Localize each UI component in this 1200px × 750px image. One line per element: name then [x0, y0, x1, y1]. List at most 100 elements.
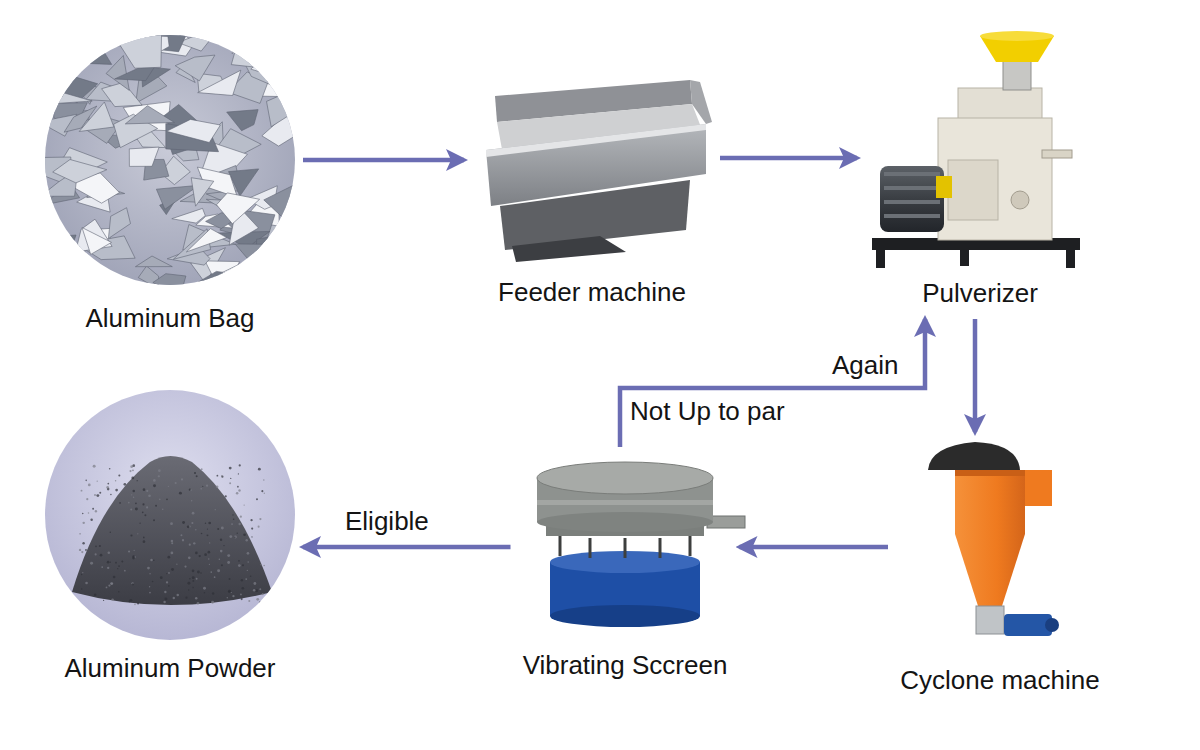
powder-grain	[147, 567, 150, 570]
powder-grain	[210, 571, 212, 573]
powder-grain	[79, 533, 81, 535]
powder-grain	[81, 588, 82, 589]
powder-grain	[124, 570, 126, 572]
powder-grain	[184, 565, 186, 567]
metal-shard	[235, 244, 277, 265]
powder-grain	[82, 572, 83, 573]
metal-shard	[191, 178, 214, 207]
powder-grain	[189, 544, 191, 546]
powder-grain	[79, 549, 81, 551]
powder-grain	[132, 469, 134, 471]
machine-label: Aluminum Powder	[65, 653, 276, 684]
powder-grain	[204, 553, 207, 556]
metal-shard	[72, 261, 106, 279]
powder-grain	[153, 519, 155, 521]
powder-grain	[135, 507, 138, 510]
powder-grain	[149, 586, 150, 587]
powder-grain	[88, 512, 90, 514]
powder-grain	[263, 479, 264, 480]
powder-grain	[247, 552, 250, 555]
powder-grain	[155, 505, 157, 507]
powder-grain	[93, 465, 96, 468]
powder-grain	[117, 568, 118, 569]
powder-grain	[82, 522, 84, 524]
powder-grain	[123, 483, 126, 486]
metal-shard	[135, 256, 172, 267]
powder-grain	[108, 551, 111, 554]
powder-grain	[181, 478, 183, 480]
powder-grain	[190, 489, 192, 491]
powder-grain	[207, 551, 210, 554]
powder-grain	[146, 490, 148, 492]
powder-grain	[221, 527, 224, 530]
powder-grain	[253, 589, 256, 592]
powder-grain	[189, 489, 191, 491]
powder-grain	[238, 564, 241, 567]
powder-grain	[95, 510, 97, 512]
powder-grain	[128, 502, 130, 504]
powder-grain	[139, 522, 140, 523]
powder-grain	[85, 549, 87, 551]
powder-grain	[133, 497, 135, 499]
powder-grain	[81, 574, 82, 575]
powder-grain	[262, 593, 264, 595]
powder-grain	[217, 569, 220, 572]
powder-grain	[176, 594, 179, 597]
powder-grain	[146, 506, 148, 508]
metal-shard	[186, 229, 226, 252]
powder-grain	[227, 554, 230, 557]
powder-grain	[191, 522, 193, 524]
powder-grain	[150, 559, 152, 561]
powder-grain	[81, 490, 83, 492]
metal-shard	[217, 193, 260, 224]
powder-grain	[228, 591, 230, 593]
powder-grain	[234, 536, 235, 537]
powder-grain	[109, 468, 111, 470]
cyclone-picture	[928, 442, 1059, 636]
powder-grain	[234, 536, 237, 539]
powder-grain	[168, 486, 169, 487]
powder-grain	[118, 565, 120, 567]
flow-arrow	[620, 319, 925, 447]
powder-grain	[231, 523, 233, 525]
powder-grain	[132, 490, 135, 493]
powder-grain	[239, 464, 241, 466]
powder-grain	[195, 597, 197, 599]
metal-shard	[138, 266, 158, 289]
metal-shard	[205, 261, 240, 282]
powder-grain	[85, 582, 88, 585]
machine-node: Pulverizer	[865, 30, 1095, 311]
powder-grain	[107, 561, 110, 564]
machine-node: Vibrating Sccreen	[519, 455, 732, 683]
flow-note: Again	[832, 350, 899, 381]
powder-grain	[171, 552, 174, 555]
powder-grain	[216, 485, 219, 488]
powder-grain	[241, 598, 243, 600]
machine-label: Vibrating Sccreen	[523, 650, 728, 681]
powder-grain	[197, 602, 200, 605]
metal-shard	[43, 235, 77, 256]
powder-grain	[212, 592, 214, 594]
powder-grain	[82, 542, 84, 544]
powder-grain	[263, 565, 265, 567]
powder-grain	[96, 494, 99, 497]
powder-grain	[149, 592, 151, 594]
powder-grain	[81, 551, 83, 553]
machine-label: Cyclone machine	[900, 665, 1099, 696]
powder-grain	[229, 482, 231, 484]
powder-grain	[240, 594, 242, 596]
powder-grain	[242, 564, 244, 566]
metal-shard	[153, 274, 186, 298]
metal-shard	[74, 37, 112, 64]
powder-grain	[229, 535, 232, 538]
powder-grain	[132, 557, 135, 560]
metal-shard	[266, 38, 289, 55]
machine-label: Pulverizer	[922, 278, 1038, 309]
powder-grain	[255, 589, 258, 592]
powder-grain	[173, 597, 175, 599]
powder-grain	[129, 470, 131, 472]
powder-grain	[171, 568, 174, 571]
powder-grain	[167, 556, 170, 559]
